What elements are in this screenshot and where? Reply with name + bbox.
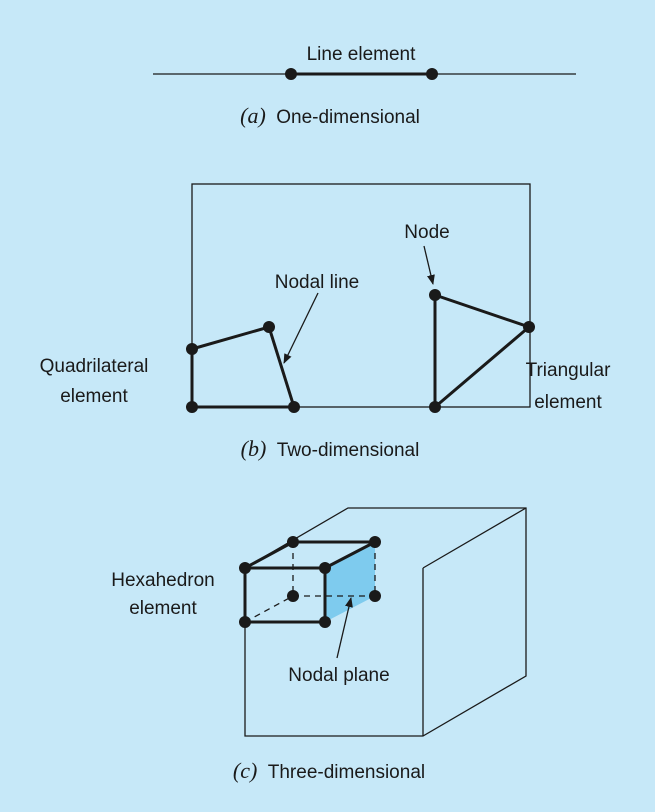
triangular-element — [433, 292, 532, 411]
hexahedron-label-line1: Hexahedron — [111, 570, 215, 591]
node — [426, 68, 438, 80]
hex-front-face — [243, 566, 327, 624]
node — [523, 321, 535, 333]
caption-b-text: Two-dimensional — [277, 440, 420, 461]
node — [287, 536, 299, 548]
node — [319, 616, 331, 628]
nodal-line-label: Nodal line — [275, 272, 360, 293]
cube-outline — [244, 507, 527, 737]
hex-hidden-edge — [244, 595, 294, 623]
caption-c-text: Three-dimensional — [268, 762, 425, 783]
cube-edge — [422, 507, 527, 569]
node-label: Node — [404, 222, 449, 243]
node — [263, 321, 275, 333]
node — [319, 562, 331, 574]
node — [239, 562, 251, 574]
caption-a-text: One-dimensional — [276, 107, 420, 128]
node-pointer — [423, 245, 435, 285]
node — [239, 616, 251, 628]
triangular-label-line1: Triangular — [526, 360, 612, 381]
panel-two-dimensional: Node Nodal line Quadrilateral element Tr… — [40, 183, 612, 461]
node — [369, 536, 381, 548]
node — [186, 401, 198, 413]
caption-b: (b) Two-dimensional — [241, 436, 420, 461]
hex-top-face — [244, 540, 376, 570]
nodal-plane-label: Nodal plane — [288, 665, 389, 686]
line-element-label: Line element — [307, 44, 417, 65]
nodal-plane-pointer — [336, 597, 353, 659]
node — [429, 289, 441, 301]
domain-rectangle — [191, 183, 531, 408]
node — [288, 401, 300, 413]
panel-one-dimensional: Line element (a) One-dimensional — [153, 44, 576, 128]
node — [287, 590, 299, 602]
caption-a: (a) One-dimensional — [240, 103, 420, 128]
quadrilateral-label-line2: element — [60, 386, 128, 407]
node — [369, 590, 381, 602]
node — [429, 401, 441, 413]
caption-a-letter: (a) — [240, 103, 266, 128]
panel-three-dimensional: Hexahedron element Nodal plane (c) Three… — [111, 507, 527, 783]
node — [285, 68, 297, 80]
triangular-label-line2: element — [534, 392, 602, 413]
caption-c: (c) Three-dimensional — [233, 758, 425, 783]
quadrilateral-element — [190, 325, 297, 409]
quadrilateral-label-line1: Quadrilateral — [40, 356, 149, 377]
nodal-line-pointer — [283, 292, 319, 364]
caption-b-letter: (b) — [241, 436, 267, 461]
caption-c-letter: (c) — [233, 758, 257, 783]
node — [186, 343, 198, 355]
hexahedron-label-line2: element — [129, 598, 197, 619]
